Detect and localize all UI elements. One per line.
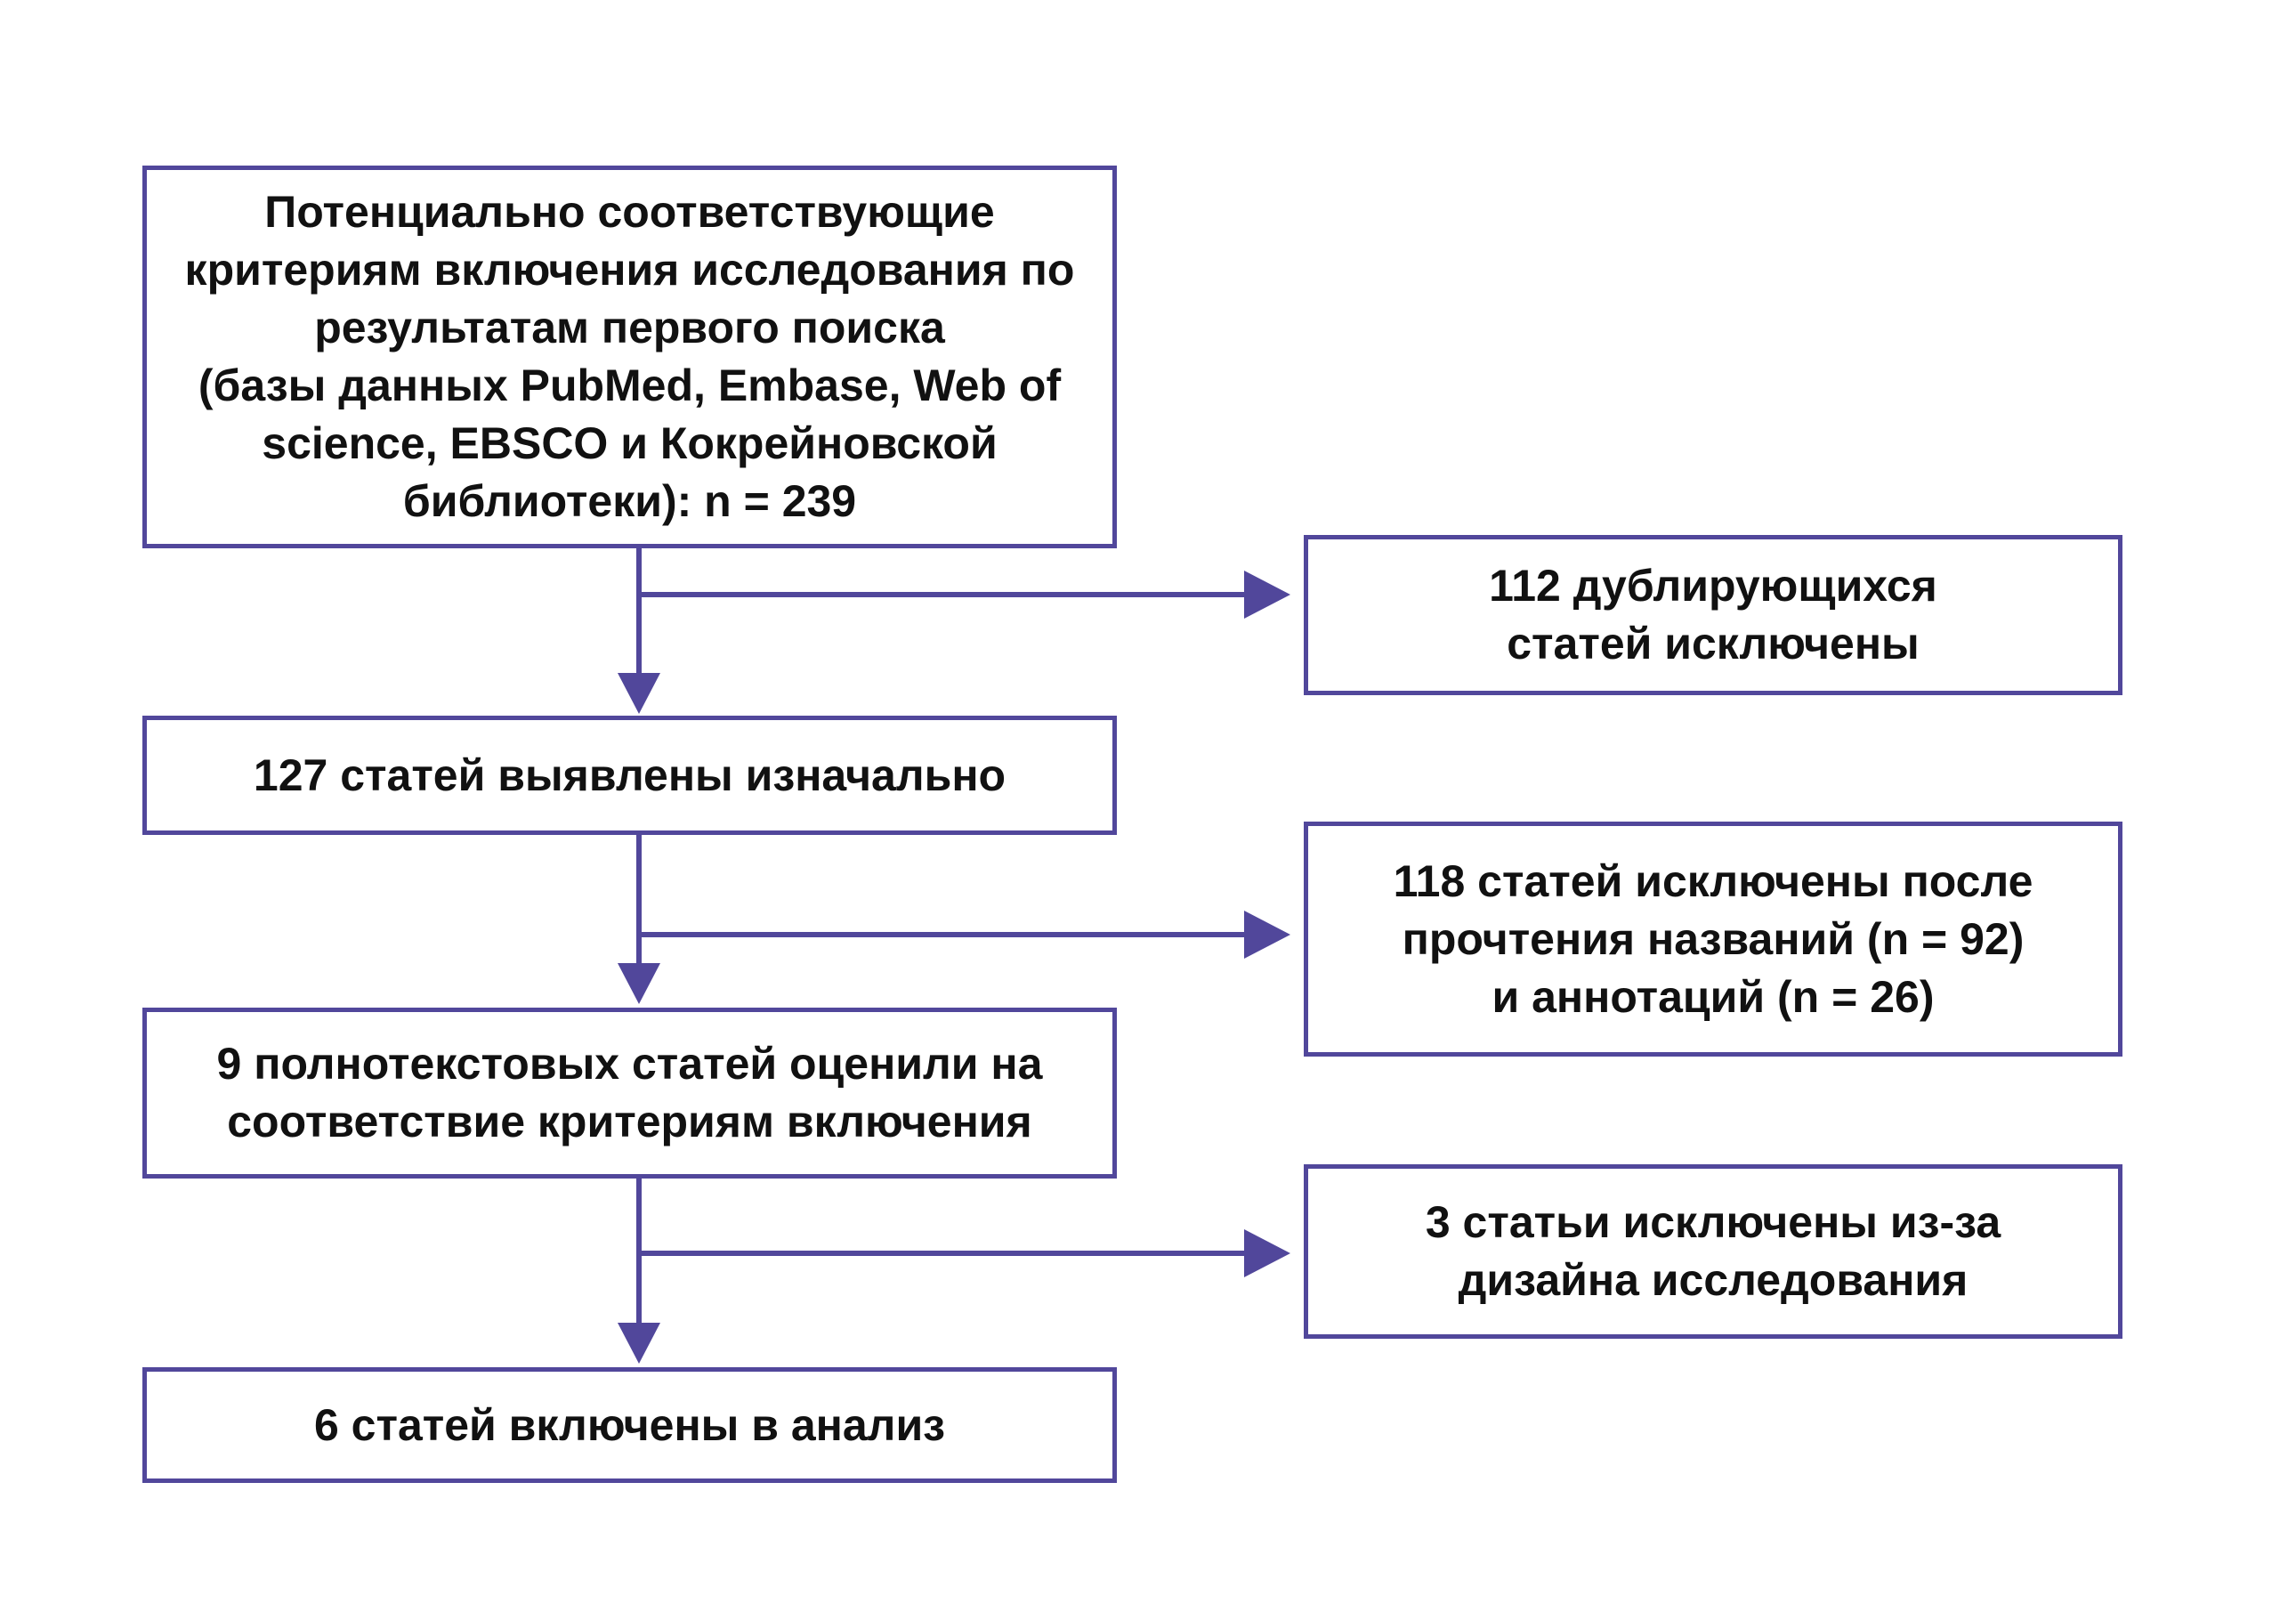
node-included-text: 6 статей включены в анализ <box>313 1399 946 1450</box>
node-fulltext-assessed-text: 9 полнотекстовых статей оценили на соотв… <box>216 1039 1043 1146</box>
node-design-excluded-text: 3 статьи исключены из-за дизайна исследо… <box>1425 1197 2001 1305</box>
node-initial-search-text: Потенциально соответствующие критериям в… <box>184 187 1075 526</box>
arrow-fulltext-to-design <box>639 1229 1290 1277</box>
arrow-fulltext-to-included <box>618 1179 660 1364</box>
node-fulltext-assessed: 9 полнотекстовых статей оценили на соотв… <box>142 1008 1117 1179</box>
arrow-initial-to-identified <box>618 548 660 714</box>
arrow-identified-to-fulltext <box>618 835 660 1004</box>
node-title-abstract-excluded: 118 статей исключены после прочтения наз… <box>1304 822 2122 1057</box>
node-duplicates-excluded-text: 112 дублирующихся статей исключены <box>1489 561 1937 668</box>
node-duplicates-excluded: 112 дублирующихся статей исключены <box>1304 535 2122 695</box>
node-title-abstract-excluded-text: 118 статей исключены после прочтения наз… <box>1393 855 2033 1022</box>
node-initial-search: Потенциально соответствующие критериям в… <box>142 166 1117 548</box>
node-design-excluded: 3 статьи исключены из-за дизайна исследо… <box>1304 1164 2122 1339</box>
node-identified: 127 статей выявлены изначально <box>142 716 1117 835</box>
node-included: 6 статей включены в анализ <box>142 1367 1117 1483</box>
arrow-identified-to-title-abstract <box>639 911 1290 959</box>
node-identified-text: 127 статей выявлены изначально <box>253 749 1007 800</box>
arrow-initial-to-duplicates <box>639 571 1290 619</box>
